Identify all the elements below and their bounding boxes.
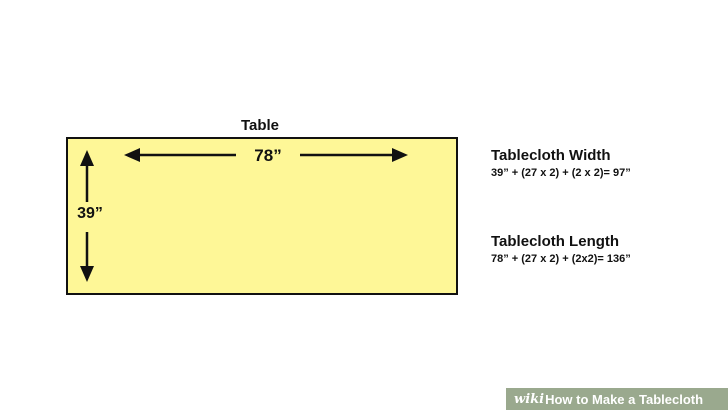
tablecloth-width-title: Tablecloth Width — [491, 147, 611, 164]
height-dimension-label: 39” — [72, 205, 108, 223]
wikihow-footer-bar: wiki How to Make a Tablecloth — [506, 388, 728, 410]
tablecloth-width-formula: Tablecloth Width 39” + (27 x 2) + (2 x 2… — [491, 147, 631, 180]
wikihow-logo: wiki — [514, 391, 545, 407]
tablecloth-length-formula: Tablecloth Length 78” + (27 x 2) + (2x2)… — [491, 233, 631, 266]
article-title: How to Make a Tablecloth — [545, 391, 704, 407]
tablecloth-width-expression: 39” + (27 x 2) + (2 x 2)= 97” — [491, 167, 631, 179]
tablecloth-length-expression: 78” + (27 x 2) + (2x2)= 136” — [491, 253, 631, 265]
width-dimension-label: 78” — [240, 146, 296, 166]
table-title: Table — [240, 117, 280, 134]
tablecloth-length-title: Tablecloth Length — [491, 233, 620, 250]
